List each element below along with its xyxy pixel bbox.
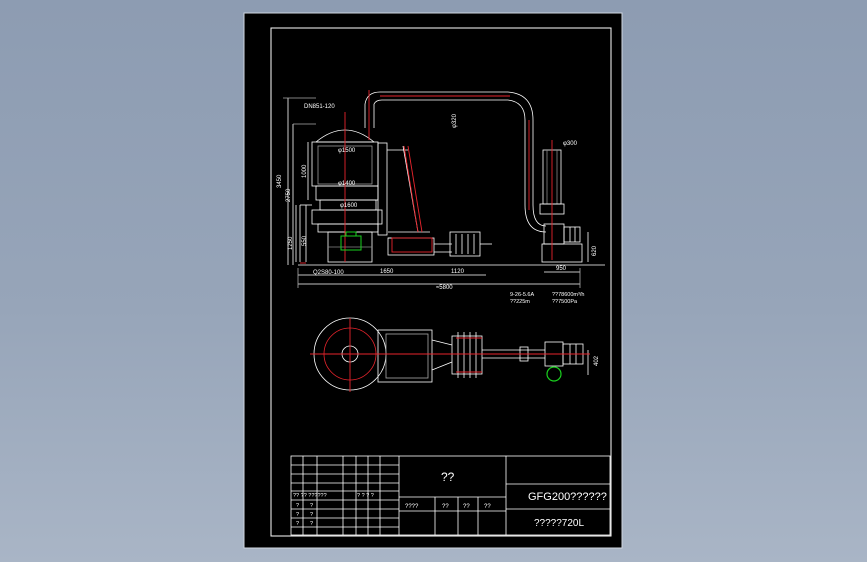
row-mark-3: ? — [296, 521, 299, 527]
title-header-cell: ?? — [441, 470, 455, 484]
dim-width-1650: 1650 — [380, 269, 394, 275]
spec-notes: 9-26-5.6A ??225m ??78600m³/h ??7500Pa — [510, 292, 584, 305]
dimension-labels: DN851-120 φ320 φ300 φ1500 φ1400 φ1600 34… — [277, 104, 600, 366]
sign-cell-a: ???? — [405, 504, 419, 510]
drawing-border — [270, 27, 612, 537]
dim-width-1120: 1120 — [451, 269, 465, 275]
product-title: GFG200?????? — [528, 491, 607, 503]
sign-cell-c: ?? — [463, 504, 470, 510]
product-subtitle: ?????720L — [534, 518, 584, 529]
title-label-row: ?? ?? ?????? — [293, 493, 327, 499]
dim-height-550: 550 — [302, 235, 308, 246]
dim-height-620: 620 — [592, 245, 598, 256]
dim-height-1000: 1000 — [302, 164, 308, 178]
note-line-1: 9-26-5.6A — [510, 292, 534, 298]
dim-lower-diameter: φ1400 — [338, 181, 356, 187]
dim-base-plate: Q2S80-100 — [313, 270, 344, 276]
dim-cyclone: φ300 — [563, 141, 578, 147]
row-mark-5: ? — [310, 512, 313, 518]
title-block — [290, 455, 611, 536]
row-mark-6: ? — [310, 521, 313, 527]
elevation-red-accents — [300, 90, 553, 264]
row-mark-2: ? — [296, 512, 299, 518]
title-label-cols: ? ? ? ? — [357, 493, 374, 499]
dim-height-1250: 1250 — [288, 236, 294, 250]
sign-cell-b: ?? — [442, 504, 449, 510]
elevation-motor — [340, 231, 362, 251]
dim-total-width: ≈5800 — [436, 285, 453, 291]
dim-pipe: φ320 — [452, 113, 458, 128]
dim-upper-diameter: φ1500 — [338, 148, 356, 154]
plan-red-accents — [310, 318, 590, 392]
dim-top-flange: DN851-120 — [304, 104, 335, 110]
row-mark-4: ? — [310, 503, 313, 509]
title-block-text: ?? GFG200?????? ?????720L ?? ?? ?????? ?… — [293, 470, 607, 529]
dim-width-950: 950 — [556, 266, 567, 272]
dim-height-3450: 3450 — [277, 174, 283, 188]
row-mark-1: ? — [296, 503, 299, 509]
note-line-2: ??225m — [510, 299, 530, 305]
note-line-3: ??78600m³/h — [552, 292, 584, 298]
dim-height-2750: 2750 — [286, 188, 292, 202]
plan-green-motor — [546, 366, 562, 382]
dim-base-diameter: φ1600 — [340, 203, 358, 209]
note-line-4: ??7500Pa — [552, 299, 578, 305]
sign-cell-d: ?? — [484, 504, 491, 510]
drawing-sheet — [243, 12, 623, 549]
dim-width-402: 402 — [594, 355, 600, 366]
